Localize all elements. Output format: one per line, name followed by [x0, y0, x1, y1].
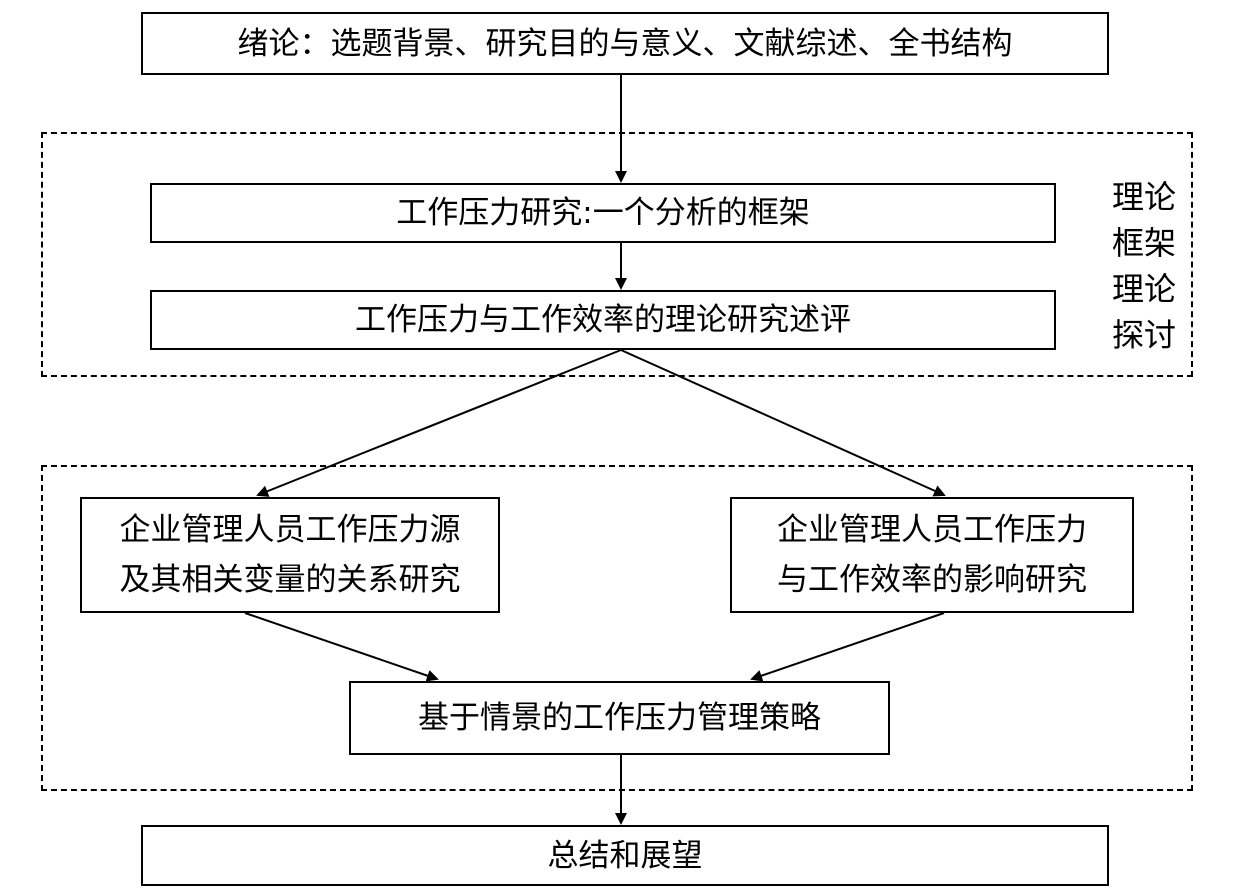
efficiency-box-lines: 企业管理人员工作压力 与工作效率的影响研究 — [777, 505, 1087, 605]
stressors-box: 企业管理人员工作压力源 及其相关变量的关系研究 — [80, 497, 500, 613]
conclusion-box: 总结和展望 — [141, 825, 1109, 886]
theory-group-label-line: 理论 — [1111, 178, 1176, 216]
conclusion-box-text: 总结和展望 — [547, 837, 703, 874]
stressors-box-lines: 企业管理人员工作压力源 及其相关变量的关系研究 — [120, 505, 461, 605]
efficiency-box-line: 与工作效率的影响研究 — [777, 562, 1087, 598]
theory-group-label-line: 理论 — [1111, 270, 1176, 308]
strategy-box: 基于情景的工作压力管理策略 — [349, 681, 890, 755]
efficiency-box: 企业管理人员工作压力 与工作效率的影响研究 — [730, 497, 1134, 613]
framework-box-text: 工作压力研究:一个分析的框架 — [396, 195, 810, 231]
intro-box: 绪论：选题背景、研究目的与意义、文献综述、全书结构 — [141, 12, 1109, 75]
intro-box-text: 绪论：选题背景、研究目的与意义、文献综述、全书结构 — [237, 25, 1013, 62]
theory-group-label: 理论 框架 理论 探讨 — [1105, 174, 1183, 358]
review-box-text: 工作压力与工作效率的理论研究述评 — [355, 302, 851, 338]
stressors-box-line: 及其相关变量的关系研究 — [119, 562, 461, 598]
framework-box: 工作压力研究:一个分析的框架 — [150, 183, 1056, 243]
stressors-box-line: 企业管理人员工作压力源 — [119, 512, 461, 548]
theory-group-label-line: 框架 — [1111, 224, 1176, 262]
review-box: 工作压力与工作效率的理论研究述评 — [150, 290, 1056, 350]
theory-group-label-line: 探讨 — [1111, 316, 1176, 354]
strategy-box-text: 基于情景的工作压力管理策略 — [418, 700, 821, 736]
efficiency-box-line: 企业管理人员工作压力 — [777, 512, 1087, 548]
